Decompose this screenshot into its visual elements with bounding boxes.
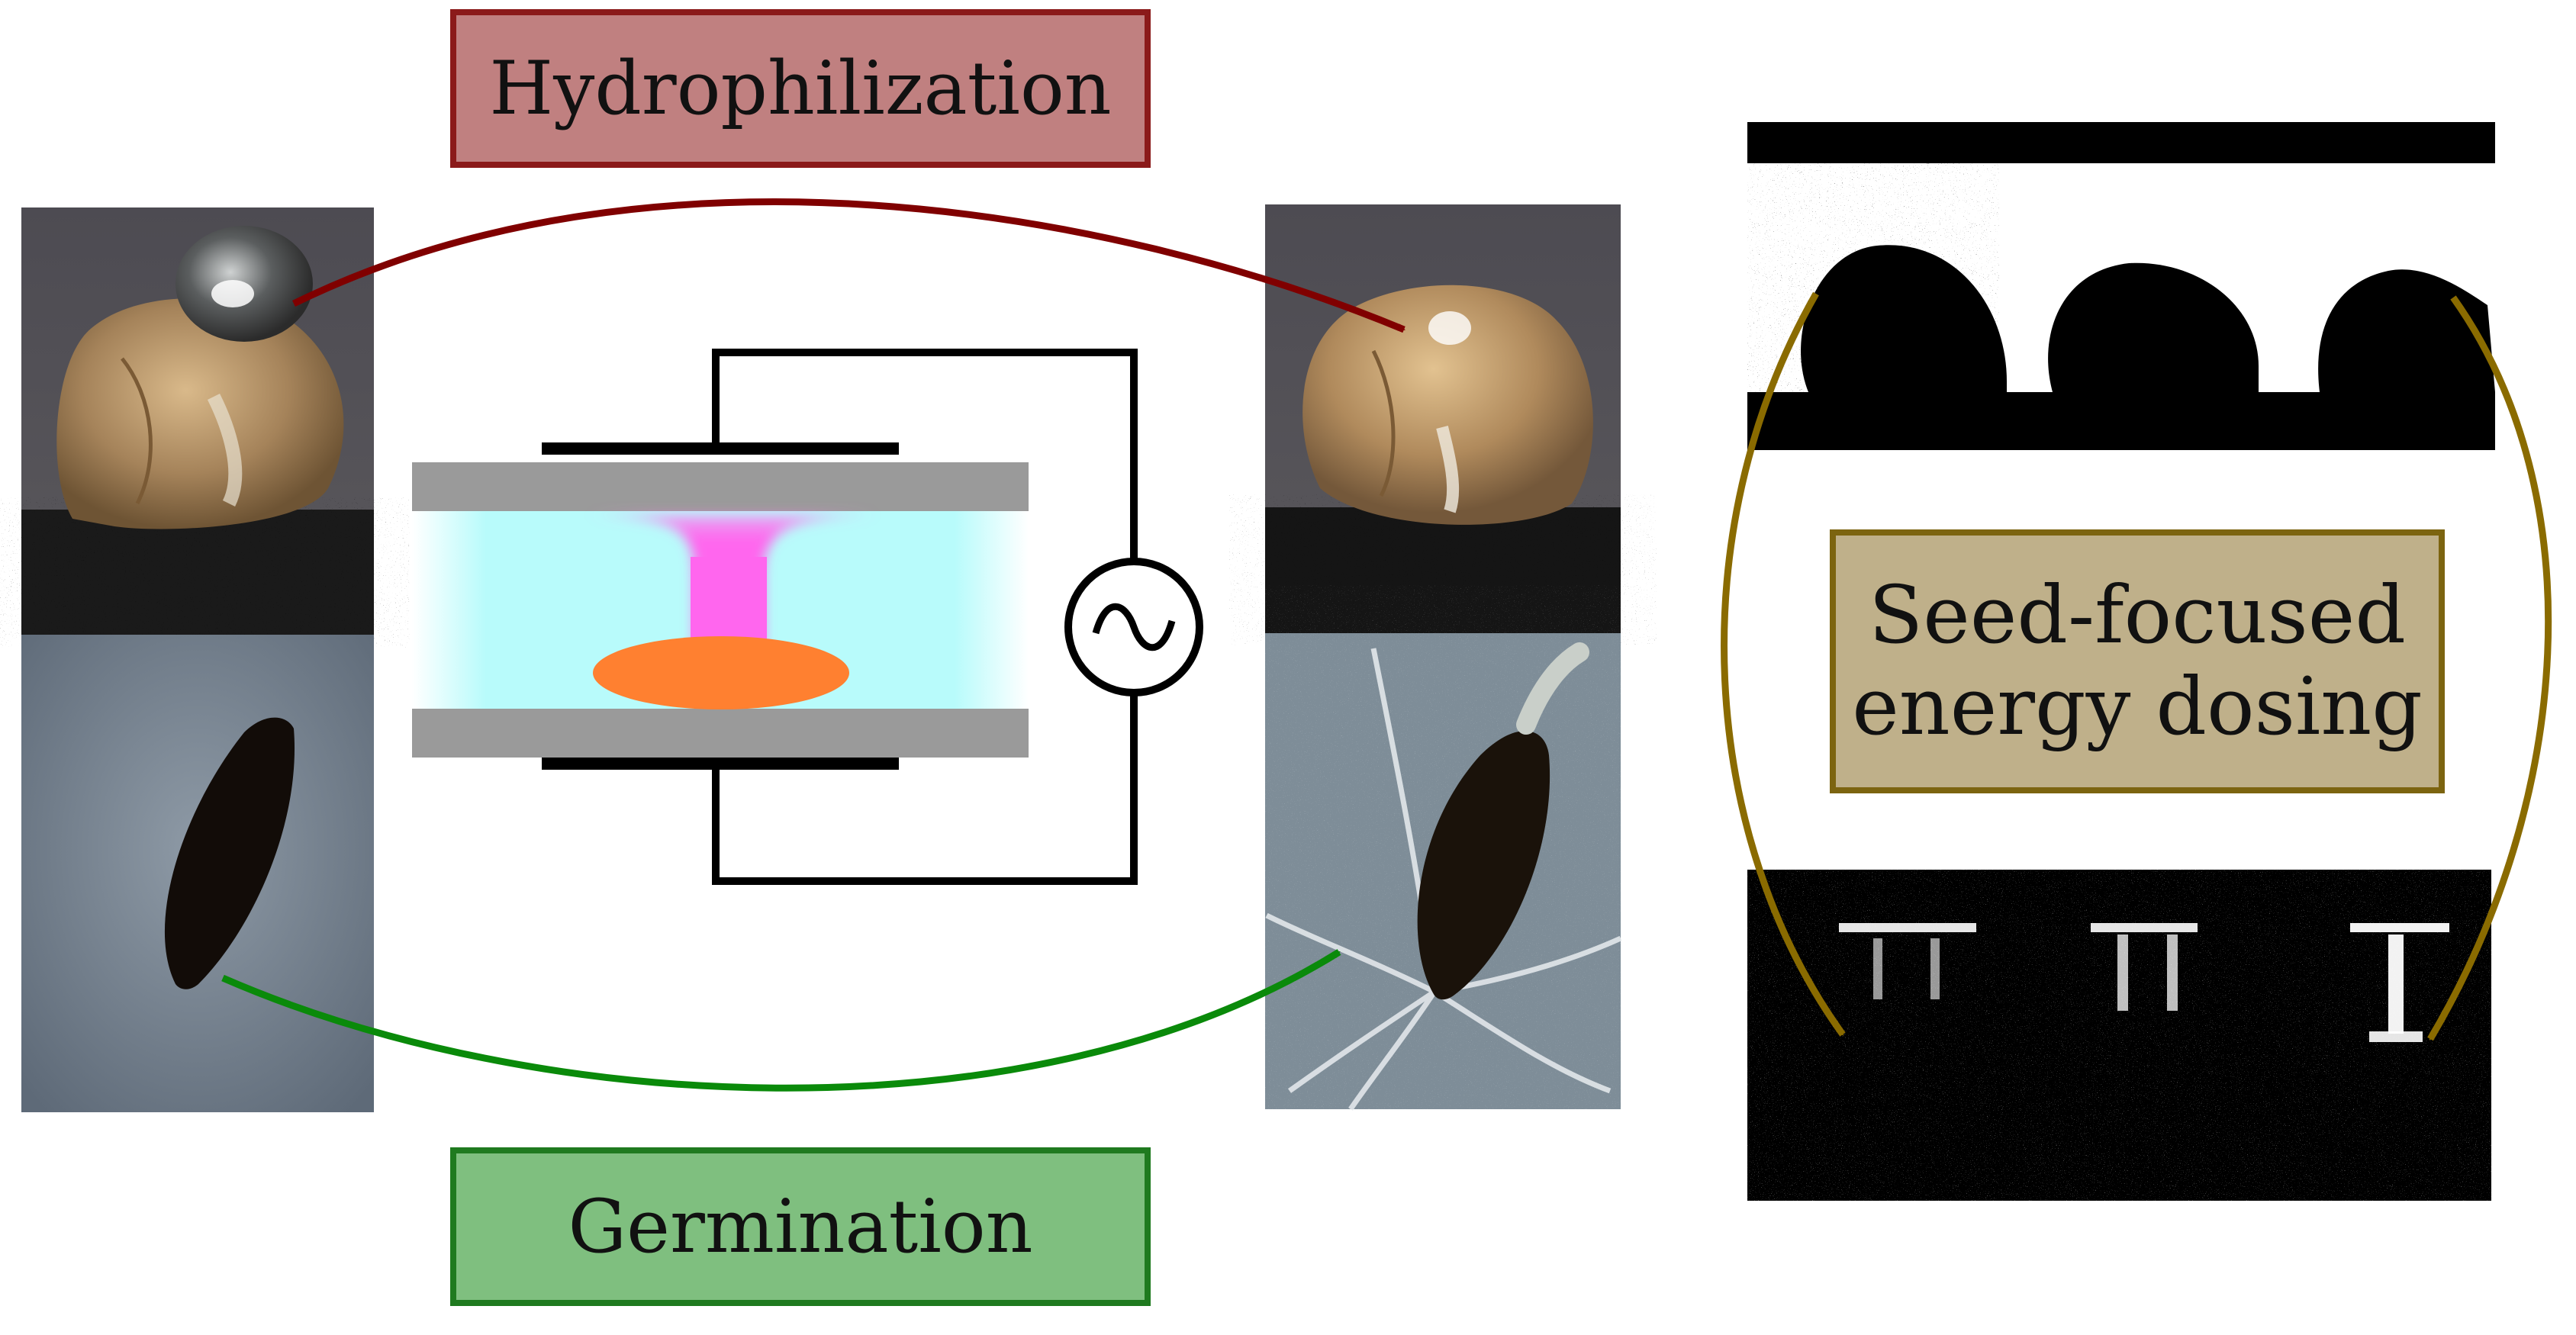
plasma-reactor-schematic	[412, 349, 1203, 885]
energy-arrow-left	[1721, 291, 1846, 1037]
ac-voltage-source-icon	[1064, 558, 1203, 696]
hydrophilization-label-box: Hydrophilization	[450, 9, 1151, 168]
photo-untreated-seed-with-droplet	[21, 207, 374, 635]
photo-untreated-dark-seed	[21, 635, 374, 1112]
hydrophilization-label: Hydrophilization	[489, 45, 1112, 131]
photo-germinated-seed	[1265, 633, 1622, 1111]
germination-label: Germination	[568, 1183, 1033, 1269]
bottom-dielectric-plate	[412, 709, 1029, 758]
energy-dosing-label-box: Seed-focused energy dosing	[1830, 529, 2445, 793]
energy-arrow-right	[2427, 295, 2552, 1041]
top-electrode	[542, 442, 899, 455]
germination-label-box: Germination	[450, 1147, 1151, 1306]
seed-ellipse	[593, 636, 849, 709]
bottom-electrode	[542, 758, 899, 770]
germination-arrow	[221, 949, 1341, 1092]
energy-dosing-label: Seed-focused energy dosing	[1852, 568, 2423, 753]
top-dielectric-plate	[412, 462, 1029, 511]
photo-treated-seed	[1265, 204, 1621, 633]
circuit-wires	[712, 349, 1138, 885]
hydrophilization-arrow	[292, 198, 1406, 333]
image-discharge-emission	[1747, 870, 2491, 1201]
image-seed-silhouettes	[1747, 122, 2495, 450]
